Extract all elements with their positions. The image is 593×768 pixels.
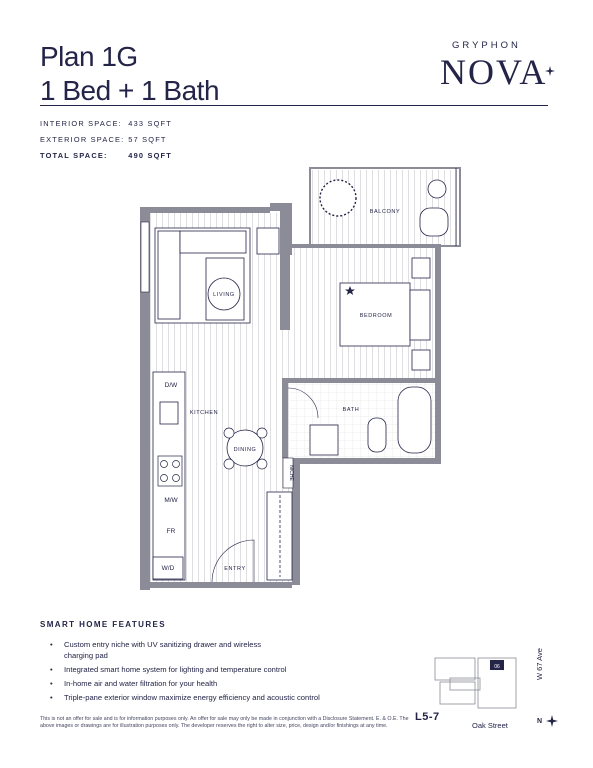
closet: [266, 491, 293, 581]
interior-walls: [280, 255, 435, 458]
room-label-living: LIVING: [213, 292, 235, 298]
street-label: Oak Street: [472, 721, 508, 730]
plan-title: Plan 1G 1 Bed + 1 Bath: [40, 40, 220, 108]
planter: [319, 179, 357, 217]
room-label-bath: BATH: [343, 407, 360, 413]
room-label-bedroom: BEDROOM: [360, 313, 393, 319]
north-label: N: [537, 715, 559, 727]
key-plan: 06: [434, 657, 517, 709]
window-left: [140, 221, 150, 293]
floor-plan: LIVING BALCONY BEDROOM BATH D/W M/W FR W…: [140, 167, 461, 590]
bath-door-swing: [287, 387, 319, 419]
washer-dryer: [152, 556, 184, 580]
unit-number: 06: [494, 664, 500, 670]
spec-interior: INTERIOR SPACE: 433 SQFT: [40, 119, 172, 128]
keyplan-level: L5-7: [415, 711, 440, 723]
balcony-chair: [419, 207, 449, 237]
appliance-mw: M/W: [164, 497, 178, 504]
exterior-walls: [140, 203, 441, 590]
vanity: [309, 424, 339, 456]
brand-nova-logo: NOVA: [440, 52, 556, 92]
dining-chair: [256, 427, 268, 439]
features-list: Custom entry niche with UV sanitizing dr…: [50, 640, 380, 707]
spec-total: TOTAL SPACE: 490 SQFT: [40, 151, 172, 160]
feature-item: Triple-pane exterior window maximize ene…: [50, 693, 380, 704]
spec-label: TOTAL SPACE:: [40, 151, 108, 160]
spec-value: 433 SQFT: [128, 119, 172, 128]
avenue-label: W 67 Ave: [535, 648, 544, 680]
smart-star-icon: [345, 286, 355, 295]
entry-niche: [282, 457, 294, 489]
north-star-icon: [546, 715, 559, 727]
toilet: [367, 417, 387, 453]
bathtub: [397, 386, 432, 454]
tv-unit: [256, 227, 280, 255]
living-rug: [207, 277, 241, 311]
dining-chair: [256, 458, 268, 470]
spec-label: INTERIOR SPACE:: [40, 119, 122, 128]
room-label-balcony: BALCONY: [370, 209, 401, 215]
nightstand-top: [411, 257, 431, 279]
highlight-unit: [490, 660, 504, 670]
room-label-niche: NICHE: [288, 465, 294, 481]
brand-nova: NOVA: [440, 52, 548, 92]
cooktop: [157, 455, 183, 487]
spec-label: EXTERIOR SPACE:: [40, 135, 125, 144]
dining-chair: [223, 427, 235, 439]
feature-item: Integrated smart home system for lightin…: [50, 665, 380, 676]
appliance-dw: D/W: [165, 382, 179, 389]
spec-exterior: EXTERIOR SPACE: 57 SQFT: [40, 135, 167, 144]
star-icon: [545, 66, 556, 76]
feature-item: Custom entry niche with UV sanitizing dr…: [50, 640, 264, 661]
bed-bath: 1 Bed + 1 Bath: [40, 75, 220, 106]
room-label-kitchen: KITCHEN: [190, 410, 218, 416]
plan-name: Plan 1G: [40, 41, 138, 72]
bed-headboard: [409, 289, 431, 341]
nightstand-bottom: [411, 349, 431, 371]
feature-item: In-home air and water filtration for you…: [50, 679, 380, 690]
balcony-side-table: [427, 179, 447, 199]
kitchen-sink: [159, 401, 179, 425]
brand-gryphon: GRYPHON: [452, 40, 521, 51]
room-label-dining: DINING: [234, 447, 257, 453]
header-rule: [40, 105, 548, 106]
entry-door-swing: [211, 539, 255, 583]
dining-chair: [223, 458, 235, 470]
appliance-wd: W/D: [162, 565, 175, 572]
appliance-fr: FR: [167, 528, 176, 535]
room-label-entry: ENTRY: [224, 566, 246, 572]
dining-table: [226, 429, 264, 467]
features-title: SMART HOME FEATURES: [40, 620, 167, 629]
disclaimer: This is not an offer for sale and is for…: [40, 716, 409, 730]
spec-value: 490 SQFT: [128, 151, 172, 160]
sofa: [154, 227, 251, 324]
spec-value: 57 SQFT: [128, 135, 167, 144]
north-text: N: [537, 717, 543, 725]
